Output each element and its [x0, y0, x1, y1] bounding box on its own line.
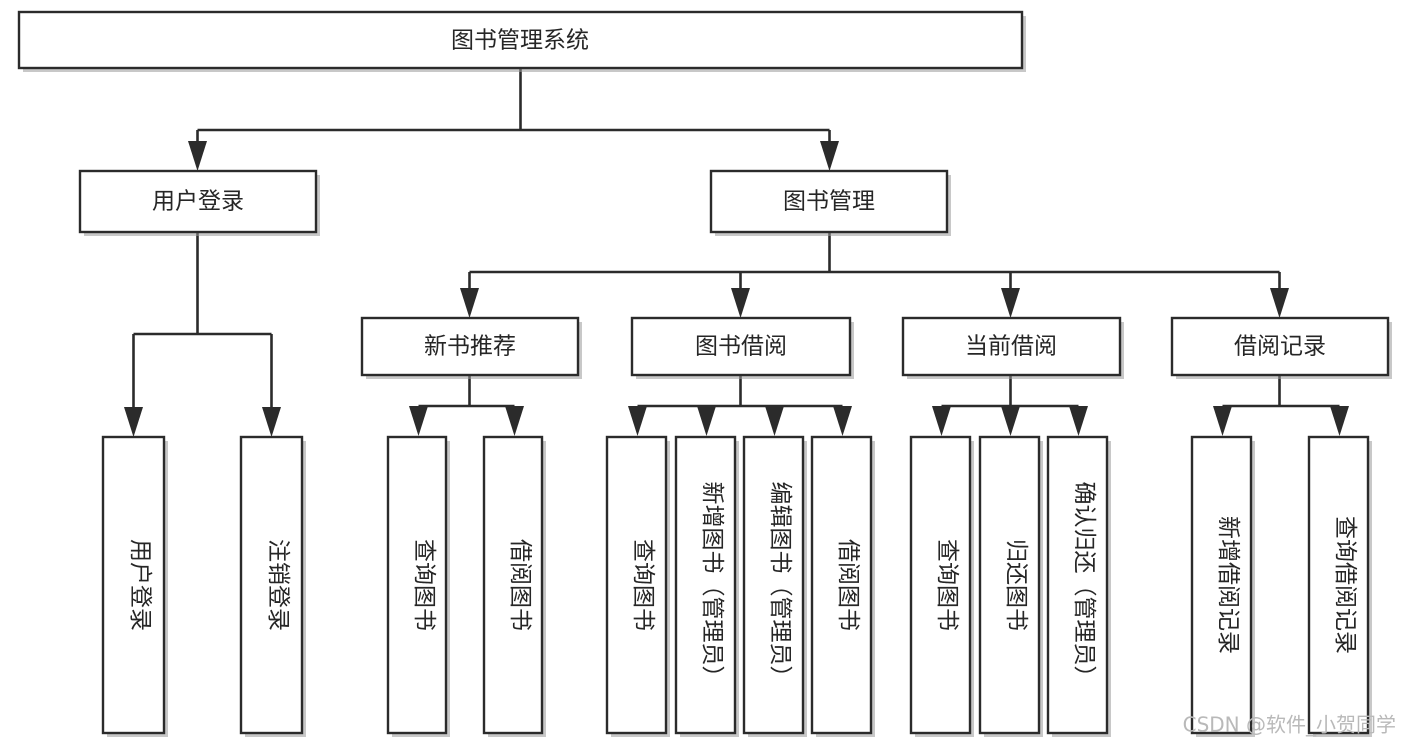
node-new-book-recommend[interactable]: 新书推荐 [360, 316, 582, 379]
arrow-to-leaf-query-record [1330, 406, 1349, 436]
leaf-query-book-3-box[interactable] [909, 435, 972, 735]
leaf-borrow-book-1-label: 借阅图书 [507, 539, 533, 631]
node-leaf-logout[interactable]: 注销登录 [239, 435, 306, 737]
leaf-borrow-book-2-box[interactable] [810, 435, 873, 735]
node-borrow-record[interactable]: 借阅记录 [1170, 316, 1392, 379]
leaf-query-book-2-box[interactable] [605, 435, 668, 735]
user-login-label: 用户登录 [152, 189, 244, 215]
leaf-add-book-box[interactable] [674, 435, 737, 735]
user-login-box[interactable] [78, 169, 318, 234]
connector-layer [124, 68, 1349, 437]
arrow-to-book-borrow [731, 288, 750, 318]
leaf-borrow-book-1-box[interactable] [482, 435, 544, 735]
arrow-to-leaf-borrow-book-1 [505, 406, 524, 436]
node-book-borrow[interactable]: 图书借阅 [630, 316, 854, 379]
current-borrow-label: 当前借阅 [965, 334, 1057, 360]
node-leaf-borrow-book-1[interactable]: 借阅图书 [482, 435, 546, 737]
borrow-record-box[interactable] [1170, 316, 1390, 377]
leaf-borrow-book-2-label: 借阅图书 [835, 539, 861, 631]
book-management-box[interactable] [709, 169, 949, 234]
leaf-return-book-label: 归还图书 [1003, 539, 1029, 631]
node-user-login[interactable]: 用户登录 [78, 169, 320, 236]
node-book-management[interactable]: 图书管理 [709, 169, 951, 236]
root-label: 图书管理系统 [451, 28, 589, 54]
node-leaf-edit-book[interactable]: 编辑图书（管理员） [742, 435, 807, 737]
arrow-to-user-login [188, 141, 207, 171]
arrow-to-leaf-add-record [1213, 406, 1232, 436]
leaf-query-book-1-box[interactable] [386, 435, 448, 735]
node-leaf-query-book-1[interactable]: 查询图书 [386, 435, 450, 737]
leaf-logout-label: 注销登录 [265, 539, 291, 631]
arrow-to-book-management [820, 141, 839, 171]
arrow-to-leaf-confirm-return [1069, 406, 1088, 436]
csdn-watermark: CSDN @软件_小贺同学 [1183, 713, 1396, 737]
node-leaf-add-book[interactable]: 新增图书（管理员） [674, 435, 739, 737]
arrow-to-leaf-add-book [697, 406, 716, 436]
arrow-to-leaf-return-book [1001, 406, 1020, 436]
node-root[interactable]: 图书管理系统 [17, 10, 1026, 72]
new-book-recommend-box[interactable] [360, 316, 580, 377]
node-leaf-confirm-return[interactable]: 确认归还（管理员） [1046, 435, 1111, 737]
leaf-edit-book-label: 编辑图书（管理员） [767, 482, 793, 689]
node-leaf-user-login[interactable]: 用户登录 [101, 435, 168, 737]
leaf-add-record-box[interactable] [1190, 435, 1253, 735]
leaf-add-record-label: 新增借阅记录 [1215, 516, 1241, 654]
node-leaf-query-book-2[interactable]: 查询图书 [605, 435, 670, 737]
node-leaf-borrow-book-2[interactable]: 借阅图书 [810, 435, 875, 737]
arrow-to-leaf-user-login [124, 407, 143, 437]
node-leaf-return-book[interactable]: 归还图书 [978, 435, 1043, 737]
leaf-confirm-return-label: 确认归还（管理员） [1071, 482, 1097, 689]
leaf-logout-box[interactable] [239, 435, 304, 735]
arrow-to-new-book-recommend [460, 288, 479, 318]
leaf-query-book-2-label: 查询图书 [630, 539, 656, 631]
book-borrow-label: 图书借阅 [695, 334, 787, 360]
current-borrow-box[interactable] [901, 316, 1122, 377]
node-leaf-add-record[interactable]: 新增借阅记录 [1190, 435, 1255, 737]
borrow-record-label: 借阅记录 [1234, 334, 1326, 360]
arrow-to-current-borrow [1001, 288, 1020, 318]
node-leaf-query-record[interactable]: 查询借阅记录 [1307, 435, 1372, 737]
root-box[interactable] [17, 10, 1024, 70]
arrow-to-leaf-edit-book [765, 406, 784, 436]
arrow-to-leaf-query-book-2 [628, 406, 647, 436]
arrow-to-leaf-borrow-book-2 [833, 406, 852, 436]
book-borrow-box[interactable] [630, 316, 852, 377]
leaf-query-book-1-label: 查询图书 [411, 539, 437, 631]
node-current-borrow[interactable]: 当前借阅 [901, 316, 1124, 379]
leaf-add-book-label: 新增图书（管理员） [699, 482, 725, 689]
leaf-return-book-box[interactable] [978, 435, 1041, 735]
arrow-to-leaf-logout [262, 407, 281, 437]
new-book-recommend-label: 新书推荐 [424, 334, 516, 360]
arrow-to-borrow-record [1270, 288, 1289, 318]
arrow-to-leaf-query-book-1 [409, 406, 428, 436]
leaf-query-book-3-label: 查询图书 [934, 539, 960, 631]
leaf-user-login-label: 用户登录 [127, 539, 153, 631]
leaf-query-record-label: 查询借阅记录 [1332, 516, 1358, 654]
book-management-label: 图书管理 [783, 189, 875, 215]
leaf-edit-book-box[interactable] [742, 435, 805, 735]
node-leaf-query-book-3[interactable]: 查询图书 [909, 435, 974, 737]
arrow-to-leaf-query-book-3 [932, 406, 951, 436]
leaf-confirm-return-box[interactable] [1046, 435, 1109, 735]
leaf-query-record-box[interactable] [1307, 435, 1370, 735]
leaf-user-login-box[interactable] [101, 435, 166, 735]
